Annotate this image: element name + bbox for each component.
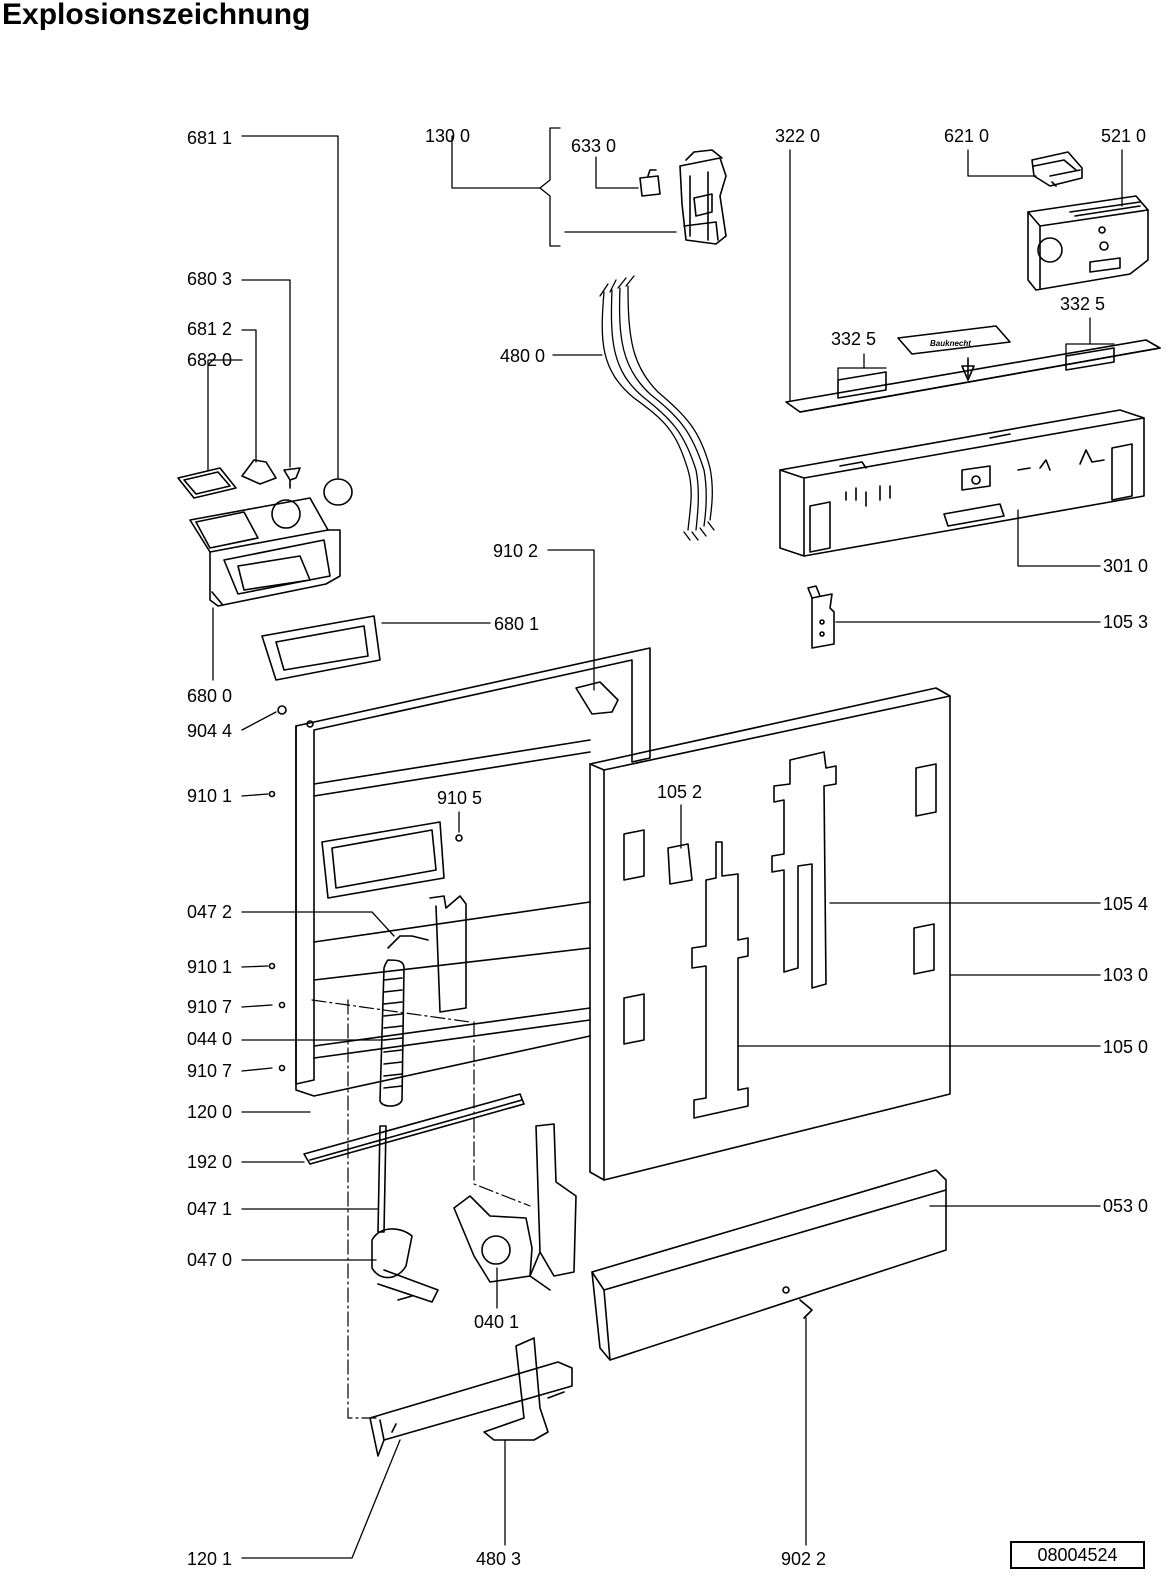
label-910-5: 910 5 [437, 788, 482, 808]
wire-harness-part [599, 275, 715, 541]
label-480-3: 480 3 [476, 1549, 521, 1569]
drawing-number: 08004524 [1010, 1541, 1145, 1569]
label-910-7-bottom: 910 7 [187, 1061, 232, 1081]
label-680-0: 680 0 [187, 686, 232, 706]
label-040-1: 040 1 [474, 1312, 519, 1332]
label-910-7-top: 910 7 [187, 997, 232, 1017]
label-322-0: 322 0 [775, 126, 820, 146]
label-120-0: 120 0 [187, 1102, 232, 1122]
label-120-1: 120 1 [187, 1549, 232, 1569]
dispenser-part [189, 497, 341, 607]
label-680-1: 680 1 [494, 614, 539, 634]
label-047-0: 047 0 [187, 1250, 232, 1270]
seal-strip-part [303, 1093, 525, 1165]
label-047-1: 047 1 [187, 1199, 232, 1219]
leader-lines [207, 127, 1123, 1559]
brand-badge-text: Bauknecht [930, 339, 971, 348]
label-680-3: 680 3 [187, 269, 232, 289]
gasket-part [261, 615, 381, 681]
hinge-part [453, 1123, 577, 1291]
control-panel-part [779, 409, 1145, 557]
control-strip-part: Bauknecht [785, 325, 1161, 413]
connector-part [1031, 151, 1083, 187]
label-130-0: 130 0 [425, 126, 470, 146]
label-904-4: 904 4 [187, 721, 232, 741]
outer-door-panel-part [589, 687, 951, 1181]
label-192-0: 192 0 [187, 1152, 232, 1172]
label-332-5-left: 332 5 [831, 329, 876, 349]
kick-plate-part [591, 1169, 947, 1361]
page-title: Explosionszeichnung [2, 0, 311, 31]
inner-door-frame-part [268, 647, 651, 1097]
label-910-2: 910 2 [493, 541, 538, 561]
label-105-3: 105 3 [1103, 612, 1148, 632]
bracket-105-3-part [807, 585, 835, 649]
label-910-1-bottom: 910 1 [187, 957, 232, 977]
label-301-0: 301 0 [1103, 556, 1148, 576]
hinge-rod-part [371, 1125, 439, 1303]
label-047-2: 047 2 [187, 902, 232, 922]
label-902-2: 902 2 [781, 1549, 826, 1569]
label-044-0: 044 0 [187, 1029, 232, 1049]
label-621-0: 621 0 [944, 126, 989, 146]
label-681-1: 681 1 [187, 128, 232, 148]
dispenser-small-parts [177, 459, 353, 506]
bottom-rail-part [369, 1361, 573, 1457]
label-910-1-top: 910 1 [187, 786, 232, 806]
label-332-5-right: 332 5 [1060, 294, 1105, 314]
label-681-2: 681 2 [187, 319, 232, 339]
label-053-0: 053 0 [1103, 1196, 1148, 1216]
label-105-4: 105 4 [1103, 894, 1148, 914]
label-480-0: 480 0 [500, 346, 545, 366]
electronic-module-part [1027, 195, 1149, 291]
foot-bracket-part [483, 1337, 549, 1441]
label-521-0: 521 0 [1101, 126, 1146, 146]
label-105-0: 105 0 [1103, 1037, 1148, 1057]
label-633-0: 633 0 [571, 136, 616, 156]
label-105-2: 105 2 [657, 782, 702, 802]
spring-part [379, 935, 429, 1107]
label-103-0: 103 0 [1103, 965, 1148, 985]
switch-unit-part [639, 149, 727, 245]
